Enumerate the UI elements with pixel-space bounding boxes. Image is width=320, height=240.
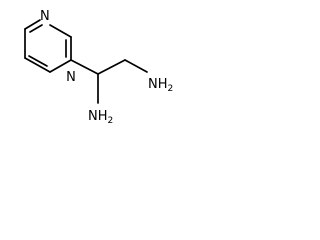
side-amine-subscript: 2 xyxy=(168,84,174,94)
chemical-structure: N N NH2 NH2 xyxy=(24,9,173,126)
side-chain xyxy=(70,59,148,104)
bond-n1-c2 xyxy=(49,24,72,38)
bond-ring-ch xyxy=(70,59,99,75)
bond-ch-ch2 xyxy=(97,59,126,75)
bond-c4-c5-double xyxy=(28,55,48,67)
pyrimidine-ring xyxy=(24,19,72,73)
bond-c4-c5 xyxy=(24,57,51,73)
bottom-amine-nh: NH xyxy=(88,109,108,124)
atom-n1-label: N xyxy=(40,9,50,24)
bond-c6-n1 xyxy=(24,19,41,30)
bond-n3-c4 xyxy=(49,59,72,73)
bottom-amine-label: NH2 xyxy=(88,109,113,126)
atom-n3-label: N xyxy=(66,70,76,85)
side-amine-nh: NH xyxy=(148,77,168,92)
bottom-amine-subscript: 2 xyxy=(108,116,114,126)
bond-ch2-nh2 xyxy=(124,59,148,73)
side-amine-label: NH2 xyxy=(148,77,173,94)
bond-c6-n1-double xyxy=(29,24,43,33)
